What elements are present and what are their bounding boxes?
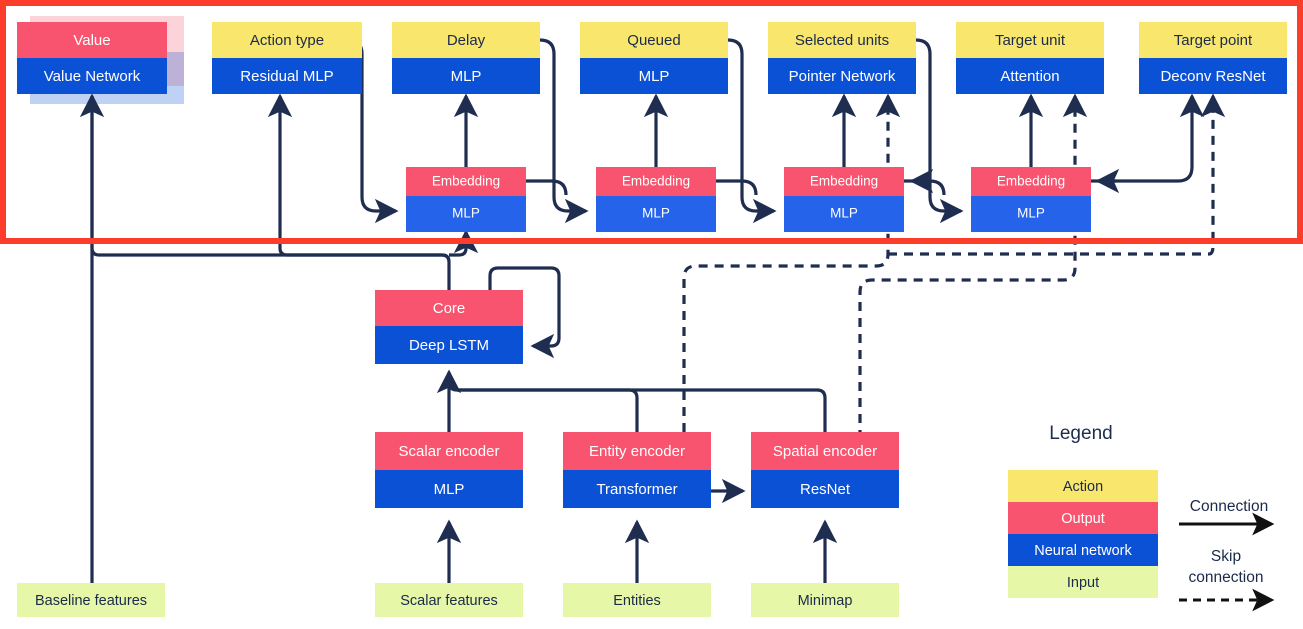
legend-skip-label-line1: Skip bbox=[1211, 548, 1241, 565]
skip-to-targetpoint bbox=[888, 93, 1226, 256]
head-delay-action: Delay bbox=[447, 32, 486, 49]
embedding-targetunit-net: MLP bbox=[1017, 206, 1045, 221]
core-block[interactable]: Core Deep LSTM bbox=[375, 290, 523, 364]
embedding-delay[interactable]: Embedding MLP bbox=[406, 167, 526, 232]
head-value-net: Value Network bbox=[44, 68, 141, 85]
head-target-unit-action: Target unit bbox=[995, 32, 1066, 49]
conn-core-recurrent-loop bbox=[488, 266, 561, 359]
embedding-delay-net: MLP bbox=[452, 206, 480, 221]
legend-label-action: Action bbox=[1063, 479, 1103, 495]
input-boxes: Baseline features Scalar features Entiti… bbox=[17, 583, 899, 617]
head-action-type[interactable]: Action type Residual MLP bbox=[212, 22, 362, 94]
encoder-scalar-output: Scalar encoder bbox=[399, 443, 500, 460]
head-target-unit[interactable]: Target unit Attention bbox=[956, 22, 1104, 94]
legend-label-input: Input bbox=[1067, 575, 1099, 591]
legend-connection-label: Connection bbox=[1190, 498, 1268, 515]
conn-core-to-embedding-delay bbox=[449, 229, 479, 257]
legend-title: Legend bbox=[1049, 423, 1112, 444]
input-baseline-label: Baseline features bbox=[35, 593, 147, 609]
embedding-queued-output: Embedding bbox=[622, 174, 690, 189]
input-entities[interactable]: Entities bbox=[563, 583, 711, 617]
head-queued-net: MLP bbox=[639, 68, 670, 85]
conn-embed-delay-right bbox=[526, 179, 568, 196]
conn-queued-to-embedding-selunits bbox=[727, 38, 777, 224]
skip-entity-to-selunits bbox=[682, 93, 901, 432]
head-value[interactable]: Value Value Network bbox=[17, 22, 167, 94]
head-selected-units-net: Pointer Network bbox=[789, 68, 896, 85]
head-target-point[interactable]: Target point Deconv ResNet bbox=[1139, 22, 1287, 94]
legend: Legend Action Output Neural network Inpu… bbox=[1008, 423, 1275, 612]
conn-spatial-to-core bbox=[457, 388, 827, 432]
head-queued-action: Queued bbox=[627, 32, 680, 49]
encoder-entity-net: Transformer bbox=[596, 481, 677, 498]
head-boxes: Value Value Network Action type Residual… bbox=[17, 22, 1287, 94]
input-entities-label: Entities bbox=[613, 593, 661, 609]
legend-skip-label-line2: connection bbox=[1189, 569, 1264, 586]
embedding-targetunit-output: Embedding bbox=[997, 174, 1065, 189]
input-scalar-label: Scalar features bbox=[400, 593, 498, 609]
encoder-entity-output: Entity encoder bbox=[589, 443, 685, 460]
conn-embed-targetunit-to-targetpoint bbox=[1091, 93, 1205, 183]
core-net-label: Deep LSTM bbox=[409, 337, 489, 354]
head-target-point-action: Target point bbox=[1174, 32, 1253, 49]
conn-selunits-to-embedding-targetunit bbox=[915, 38, 964, 224]
conn-delay-to-embedding-queued bbox=[539, 38, 589, 224]
head-action-type-net: Residual MLP bbox=[240, 68, 333, 85]
embedding-target-unit[interactable]: Embedding MLP bbox=[971, 167, 1091, 232]
encoder-spatial-net: ResNet bbox=[800, 481, 851, 498]
encoder-boxes: Scalar encoder MLP Entity encoder Transf… bbox=[375, 432, 899, 508]
skip-spatial-to-targetunit bbox=[858, 93, 1088, 455]
encoder-spatial[interactable]: Spatial encoder ResNet bbox=[751, 432, 899, 508]
head-queued[interactable]: Queued MLP bbox=[580, 22, 728, 94]
encoder-scalar-net: MLP bbox=[434, 481, 465, 498]
conn-embed-queued-right bbox=[716, 179, 758, 196]
encoder-spatial-output: Spatial encoder bbox=[773, 443, 877, 460]
embedding-queued[interactable]: Embedding MLP bbox=[596, 167, 716, 232]
head-action-type-action: Action type bbox=[250, 32, 324, 49]
head-value-action: Value bbox=[73, 32, 110, 49]
legend-label-output: Output bbox=[1061, 511, 1105, 527]
legend-swatch-neural-network: Neural network bbox=[1008, 534, 1158, 566]
encoder-entity[interactable]: Entity encoder Transformer bbox=[563, 432, 711, 508]
embedding-delay-output: Embedding bbox=[432, 174, 500, 189]
embedding-queued-net: MLP bbox=[642, 206, 670, 221]
conn-core-to-action-type bbox=[267, 93, 451, 263]
head-delay-net: MLP bbox=[451, 68, 482, 85]
input-minimap-label: Minimap bbox=[798, 593, 853, 609]
head-target-point-net: Deconv ResNet bbox=[1160, 68, 1266, 85]
input-minimap[interactable]: Minimap bbox=[751, 583, 899, 617]
legend-label-neural-network: Neural network bbox=[1034, 543, 1132, 559]
input-scalar-features[interactable]: Scalar features bbox=[375, 583, 523, 617]
head-selected-units-action: Selected units bbox=[795, 32, 889, 49]
head-target-unit-net: Attention bbox=[1000, 68, 1059, 85]
encoder-scalar[interactable]: Scalar encoder MLP bbox=[375, 432, 523, 508]
input-baseline-features[interactable]: Baseline features bbox=[17, 583, 165, 617]
embedding-selunits-net: MLP bbox=[830, 206, 858, 221]
legend-swatch-output: Output bbox=[1008, 502, 1158, 534]
head-delay[interactable]: Delay MLP bbox=[392, 22, 540, 94]
action-head-highlight-box bbox=[0, 0, 1303, 244]
legend-swatch-input: Input bbox=[1008, 566, 1158, 598]
connections-skip bbox=[682, 93, 1226, 455]
embedding-boxes: Embedding MLP Embedding MLP Embedding ML… bbox=[406, 167, 1091, 232]
connections-solid bbox=[79, 38, 1205, 583]
legend-swatch-action: Action bbox=[1008, 470, 1158, 502]
conn-embed-selunits-right bbox=[904, 179, 946, 196]
core-output-label: Core bbox=[433, 300, 466, 317]
embedding-selunits-output: Embedding bbox=[810, 174, 878, 189]
embedding-selected-units[interactable]: Embedding MLP bbox=[784, 167, 904, 232]
head-selected-units[interactable]: Selected units Pointer Network bbox=[768, 22, 916, 94]
